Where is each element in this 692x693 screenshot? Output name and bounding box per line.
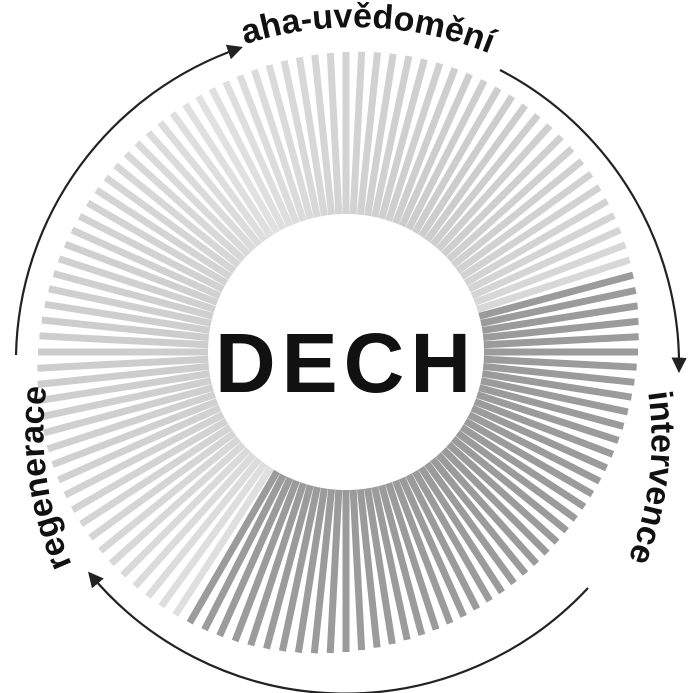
stage-label-aha: aha-uvědomění	[236, 0, 501, 62]
stage-label-intervence: intervence	[621, 389, 682, 571]
center-title: DECH	[215, 316, 477, 410]
stage-label-aha-text: aha-uvědomění	[236, 0, 501, 62]
stage-label-intervence-text: intervence	[621, 389, 682, 571]
arrow-intervence-to-regenerace	[90, 574, 588, 693]
